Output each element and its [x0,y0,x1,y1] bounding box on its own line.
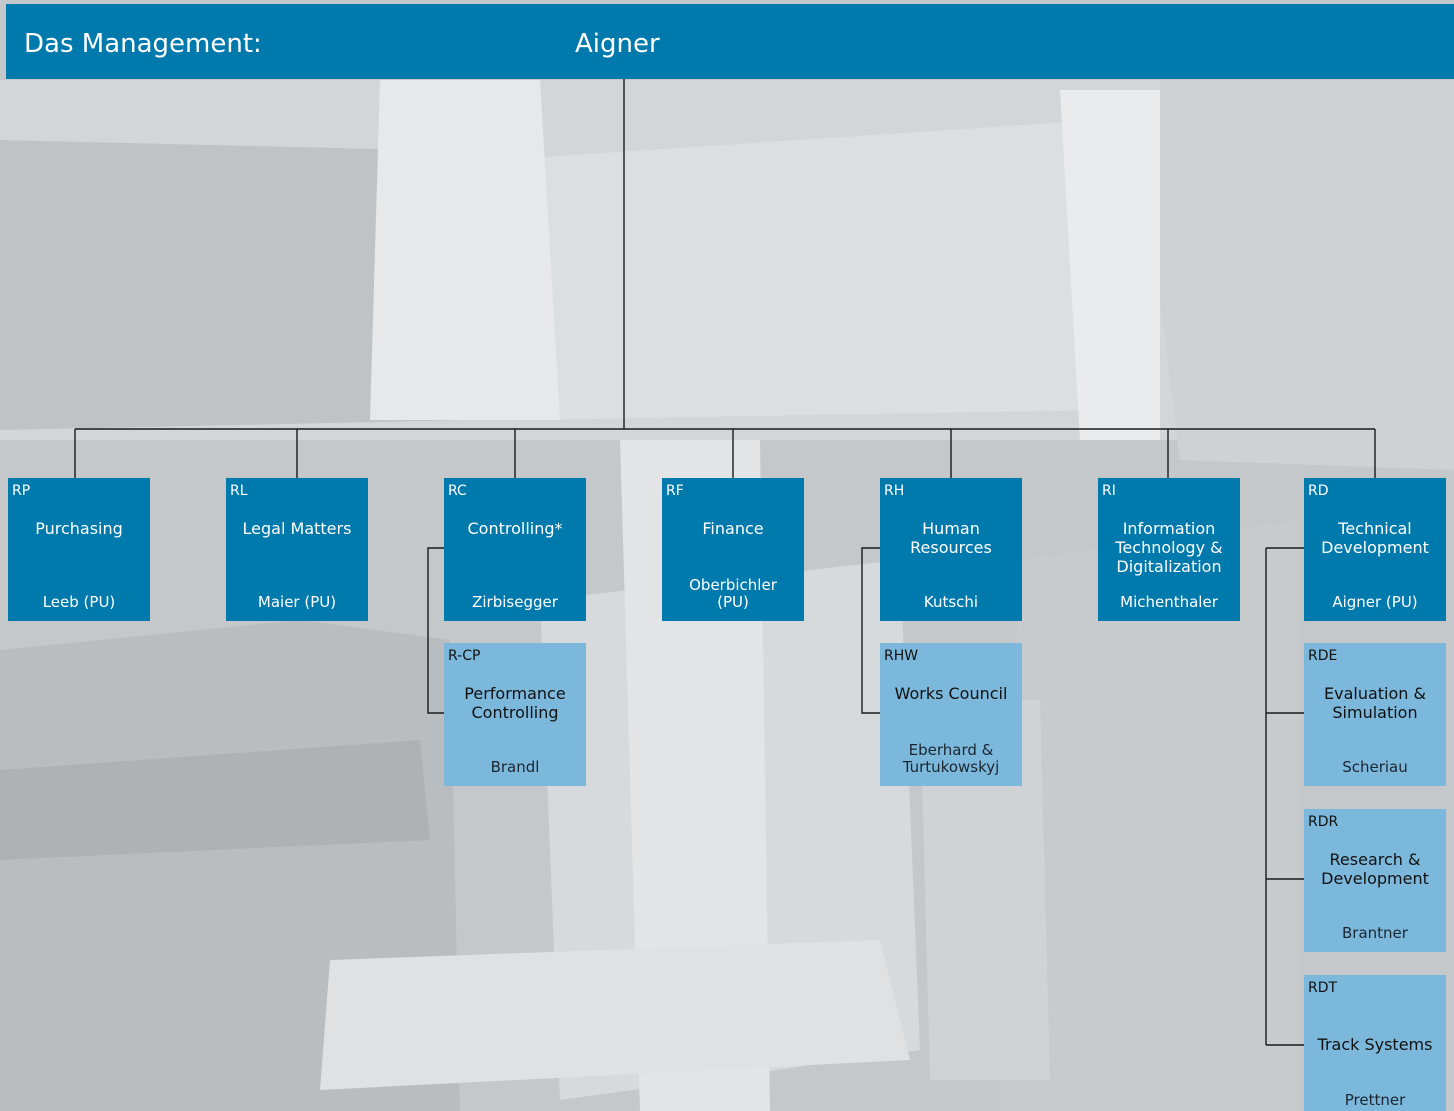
unit-code: RDR [1308,814,1339,830]
unit-title: Controlling* [467,519,563,538]
unit-information-technology: RI Information Technology & Digitalizati… [1098,478,1240,621]
unit-head: Michenthaler [1120,593,1218,611]
unit-track-systems: RDT Track Systems Prettner [1304,975,1446,1111]
unit-code: RDE [1308,648,1338,664]
unit-code: RF [666,483,684,499]
unit-code: RD [1308,483,1329,499]
unit-code: R-CP [448,648,481,664]
unit-research-development: RDR Research & Development Brantner [1304,809,1446,952]
unit-title: Finance [702,519,764,538]
unit-head: Zirbisegger [472,593,558,611]
unit-controlling: RC Controlling* Zirbisegger [444,478,586,621]
unit-finance: RF Finance Oberbichler (PU) [662,478,804,621]
unit-legal-matters: RL Legal Matters Maier (PU) [226,478,368,621]
unit-title: Track Systems [1317,1035,1433,1054]
unit-works-council: RHW Works Council Eberhard & Turtukowsky… [880,643,1022,786]
unit-head: Aigner (PU) [1332,593,1418,611]
head-of-management: Aigner [575,29,660,59]
unit-code: RP [12,483,31,499]
unit-technical-development: RD Technical Development Aigner (PU) [1304,478,1446,621]
unit-head: Oberbichler (PU) [689,576,777,611]
unit-title: Research & Development [1321,850,1429,888]
unit-title: Purchasing [35,519,123,538]
unit-head: Maier (PU) [257,593,337,611]
unit-title: Information Technology & Digitalization [1115,519,1223,576]
management-label: Das Management: [24,29,262,59]
unit-head: Scheriau [1342,758,1408,776]
unit-evaluation-simulation: RDE Evaluation & Simulation Scheriau [1304,643,1446,786]
unit-title: Human Resources [910,519,992,557]
unit-code: RI [1102,483,1116,499]
unit-title: Works Council [894,684,1008,703]
unit-head: Eberhard & Turtukowskyj [902,741,1000,776]
unit-title: Evaluation & Simulation [1324,684,1426,722]
unit-title: Technical Development [1321,519,1429,557]
unit-human-resources: RH Human Resources Kutschi [880,478,1022,621]
unit-title: Performance Controlling [464,684,566,722]
unit-head: Kutschi [923,593,979,611]
unit-title: Legal Matters [242,519,352,538]
unit-code: RDT [1308,980,1338,996]
management-header: Das Management: Aigner [6,4,1454,79]
unit-purchasing: RP Purchasing Leeb (PU) [8,478,150,621]
unit-code: RC [448,483,467,499]
unit-code: RH [884,483,905,499]
unit-head: Prettner [1344,1091,1406,1109]
unit-performance-controlling: R-CP Performance Controlling Brandl [444,643,586,786]
unit-code: RHW [884,648,919,664]
unit-head: Leeb (PU) [42,593,116,611]
unit-head: Brantner [1342,924,1408,942]
unit-head: Brandl [490,758,540,776]
unit-code: RL [230,483,248,499]
